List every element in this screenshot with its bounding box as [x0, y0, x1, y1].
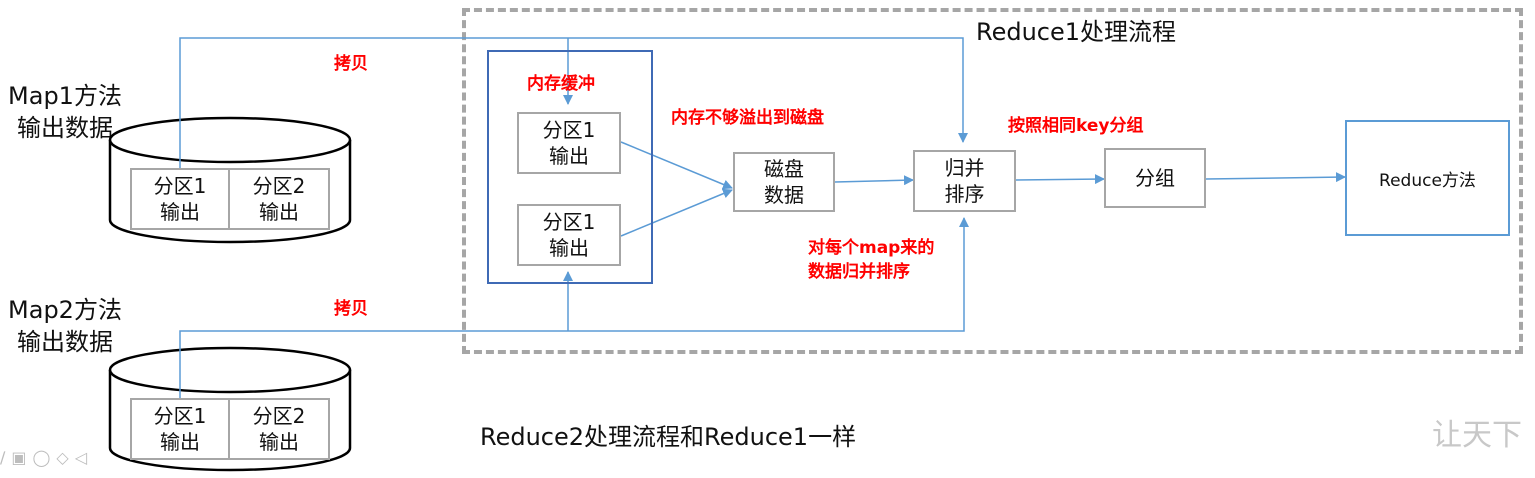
map2-partition1: 分区1 输出 [130, 398, 230, 460]
copy-label-top: 拷贝 [334, 54, 368, 74]
copy-label-bottom: 拷贝 [334, 299, 368, 319]
spill-arrow-1 [620, 141, 733, 190]
map1-title: Map1方法 输出数据 [0, 80, 130, 144]
disk-to-merge-arrow [834, 175, 914, 186]
copy-line-map1 [179, 37, 968, 168]
buffer-partition-output-1: 分区1 输出 [517, 112, 621, 174]
reduce2-note: Reduce2处理流程和Reduce1一样 [480, 423, 857, 451]
spill-arrow-2 [620, 188, 733, 237]
merge-to-group-arrow [1015, 174, 1105, 185]
corner-ink-mark: 让天下 [1432, 418, 1522, 453]
map2-title: Map2方法 输出数据 [0, 294, 130, 358]
buffer-partition-output-2: 分区1 输出 [517, 204, 621, 266]
pen-icon[interactable]: ∕ [0, 448, 6, 467]
group-by-key-label: 按照相同key分组 [1008, 116, 1144, 136]
marker-icon[interactable]: ◁ [74, 448, 88, 467]
eraser-icon[interactable]: ◇ [56, 448, 69, 467]
merge-sort-box: 归并 排序 [913, 150, 1016, 212]
spill-to-disk-label: 内存不够溢出到磁盘 [671, 108, 824, 128]
merge-sort-note: 对每个map来的 数据归并排序 [808, 238, 935, 282]
group-box: 分组 [1104, 148, 1206, 208]
lasso-icon[interactable]: ◯ [32, 448, 51, 467]
map1-title-line2: 输出数据 [17, 114, 113, 142]
memory-buffer-label: 内存缓冲 [527, 74, 595, 94]
reduce1-title: Reduce1处理流程 [976, 18, 1177, 46]
map1-partition2: 分区2 输出 [228, 168, 330, 230]
reduce1-frame [462, 8, 1523, 354]
map1-title-line1: Map1方法 [8, 82, 122, 110]
copy-line-map2 [179, 217, 969, 398]
screen-icon[interactable]: ▣ [11, 448, 27, 467]
map2-title-line1: Map2方法 [8, 296, 122, 324]
annotation-toolbar: ∕ ▣ ◯ ◇ ◁ [0, 448, 87, 467]
memory-buffer [487, 50, 653, 284]
map2-title-line2: 输出数据 [17, 328, 113, 356]
map1-partition1: 分区1 输出 [130, 168, 230, 230]
reduce-method-box: Reduce方法 [1345, 120, 1510, 236]
group-to-reduce-arrow [1205, 172, 1346, 183]
disk-data-box: 磁盘 数据 [733, 152, 835, 212]
map2-partition2: 分区2 输出 [228, 398, 330, 460]
